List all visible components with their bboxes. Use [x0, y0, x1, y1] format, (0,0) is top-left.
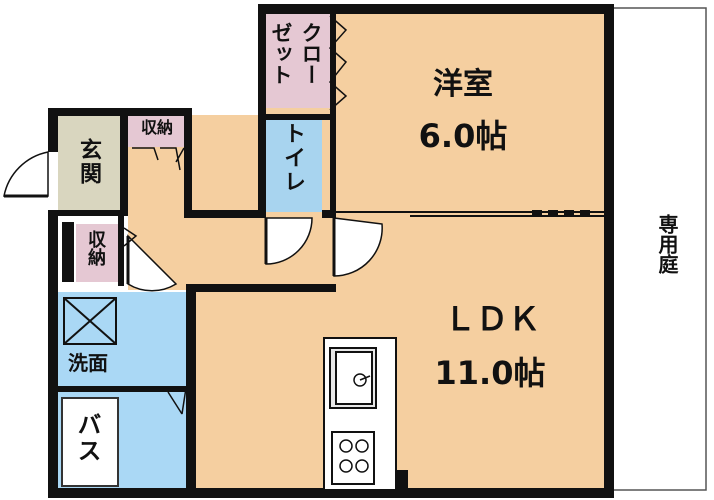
sink-faucet	[353, 373, 371, 387]
closet-folding-door	[328, 15, 348, 111]
washroom-label: 洗面	[68, 351, 108, 375]
ldk-name: ＬＤＫ	[443, 300, 540, 338]
toilet-label: トイレ	[280, 122, 305, 194]
storage-top-floor	[126, 115, 186, 147]
storage-left-floor	[76, 224, 118, 282]
closet-label-line2: ゼット	[269, 22, 293, 85]
bath-tub	[61, 397, 119, 487]
toilet-floor	[264, 120, 322, 212]
storage-left-label: 収納	[85, 230, 106, 266]
ldk-size: 11.0帖	[434, 354, 546, 392]
closet-label-line1: クロー	[299, 22, 323, 85]
closet-floor	[264, 12, 330, 108]
entrance-floor	[58, 115, 122, 213]
storage-top-label: 収納	[140, 118, 173, 137]
ldk-floor	[196, 216, 606, 492]
stove-burners-icon	[339, 439, 369, 473]
western-room-size: 6.0帖	[418, 117, 508, 155]
sliding-doors	[336, 72, 611, 470]
garden-area	[611, 7, 707, 491]
dashed-threshold	[532, 210, 590, 216]
doors	[3, 151, 383, 292]
garden-label: 専用庭	[655, 214, 679, 274]
western-room-name: 洋室	[433, 67, 493, 102]
bath-label: バス	[73, 412, 101, 464]
washing-machine-icon	[63, 297, 117, 345]
storage-folding-door	[123, 147, 187, 415]
door-leaves	[4, 194, 336, 284]
entrance-label: 玄関	[76, 138, 101, 186]
kitchen-counter	[323, 337, 397, 491]
